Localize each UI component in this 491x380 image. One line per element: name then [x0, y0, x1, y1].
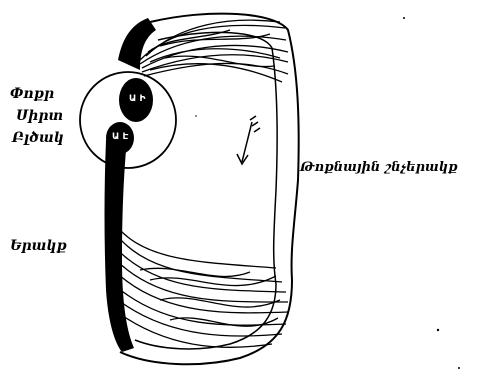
label-small-circle-line1: Փոքր	[10, 86, 54, 102]
paper-specks	[195, 17, 460, 369]
label-small-circle-line2: Սիրտ	[16, 108, 63, 124]
label-pulmonary-circulation: Թոքնային շնչերակք	[300, 160, 458, 176]
lower-capillary-network	[112, 220, 288, 347]
heart-lower-tag: Ա Է	[112, 132, 128, 142]
upper-capillary-network	[140, 20, 288, 82]
label-small-circle-line3: Բլծակ	[12, 130, 64, 146]
flow-arrow-icon	[237, 116, 260, 164]
label-veins: Երակք	[10, 238, 67, 254]
heart-upper-tag: Ա Ի	[129, 94, 145, 104]
